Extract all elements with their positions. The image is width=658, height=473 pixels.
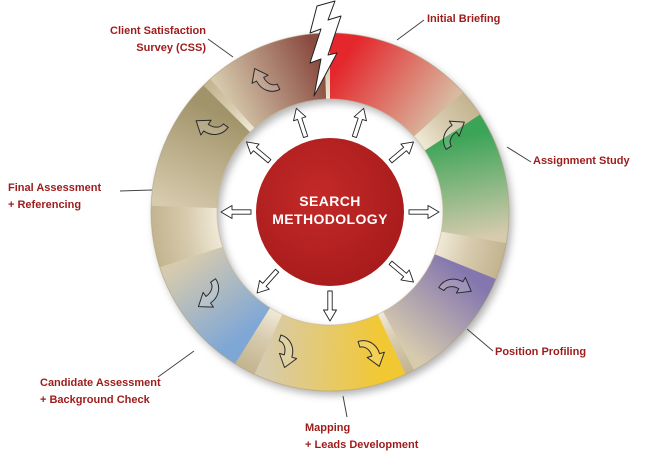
ribbon-arrow-icon xyxy=(442,120,465,150)
ribbon-arrow-icon xyxy=(357,340,385,367)
connector-client-satisfaction xyxy=(207,38,234,58)
center-circle xyxy=(256,138,404,286)
connector-position-profiling xyxy=(466,328,494,352)
center-title-line: SEARCH xyxy=(299,193,361,209)
ribbon-arrow-icon xyxy=(278,334,298,368)
label-initial-briefing: Initial Briefing xyxy=(427,11,500,28)
ribbon-arrow-icon xyxy=(197,278,220,308)
ribbon-arrow-icons xyxy=(195,68,472,368)
label-line: Mapping xyxy=(305,422,351,434)
connector-initial-briefing xyxy=(396,19,425,41)
label-line: Survey (CSS) xyxy=(136,42,206,54)
label-connector-lines xyxy=(119,19,532,418)
radial-arrow-icon xyxy=(220,205,252,219)
ribbon-arrow-icon xyxy=(251,68,281,92)
label-line: Initial Briefing xyxy=(427,13,501,25)
label-position-profiling: Position Profiling xyxy=(495,344,586,361)
label-final-assessment: Final Assessment + Referencing xyxy=(8,180,101,214)
label-line: + Background Check xyxy=(40,394,150,406)
label-line: + Leads Development xyxy=(305,439,419,451)
label-client-satisfaction-survey: Client Satisfaction Survey (CSS) xyxy=(84,23,206,57)
label-assignment-study: Assignment Study xyxy=(533,153,630,170)
radial-arrow-icon xyxy=(246,141,272,164)
label-line: Final Assessment xyxy=(8,182,102,194)
label-line: + Referencing xyxy=(8,199,82,211)
radial-arrow-icon xyxy=(256,268,280,294)
radial-arrow-icon xyxy=(388,260,414,283)
ribbon-arrow-icon xyxy=(195,119,229,136)
connector-mapping xyxy=(342,395,348,418)
segment-mapping-leads xyxy=(254,314,406,391)
connector-candidate-assessment xyxy=(157,350,195,378)
diagram-center-title: SEARCH METHODOLOGY xyxy=(250,192,410,228)
ribbon-arrow-icon xyxy=(438,276,472,294)
segment-final-assessment xyxy=(151,85,251,209)
segment-candidate-assessment xyxy=(159,246,271,364)
radial-arrow-icon xyxy=(351,107,367,138)
radial-arrow-icon xyxy=(293,107,309,138)
radial-arrow-icon xyxy=(388,141,414,164)
radial-arrow-icon xyxy=(408,205,440,219)
center-title-line: METHODOLOGY xyxy=(272,211,388,227)
label-line: Candidate Assessment xyxy=(40,377,161,389)
radial-arrow-icons xyxy=(220,107,440,322)
segment-client-satisfaction xyxy=(210,33,327,128)
label-line: Client Satisfaction xyxy=(110,25,206,37)
label-line: Position Profiling xyxy=(495,346,587,358)
segment-assignment-study xyxy=(424,114,510,244)
label-mapping-leads-development: Mapping + Leads Development xyxy=(305,420,418,454)
segment-initial-briefing xyxy=(330,33,463,137)
radial-arrow-icon xyxy=(323,290,337,322)
label-candidate-assessment: Candidate Assessment + Background Check xyxy=(40,375,161,409)
label-line: Assignment Study xyxy=(533,155,630,167)
top-ribbon-break-icon xyxy=(309,0,342,97)
connector-final-assessment xyxy=(119,189,153,192)
connector-assignment-study xyxy=(506,146,532,163)
